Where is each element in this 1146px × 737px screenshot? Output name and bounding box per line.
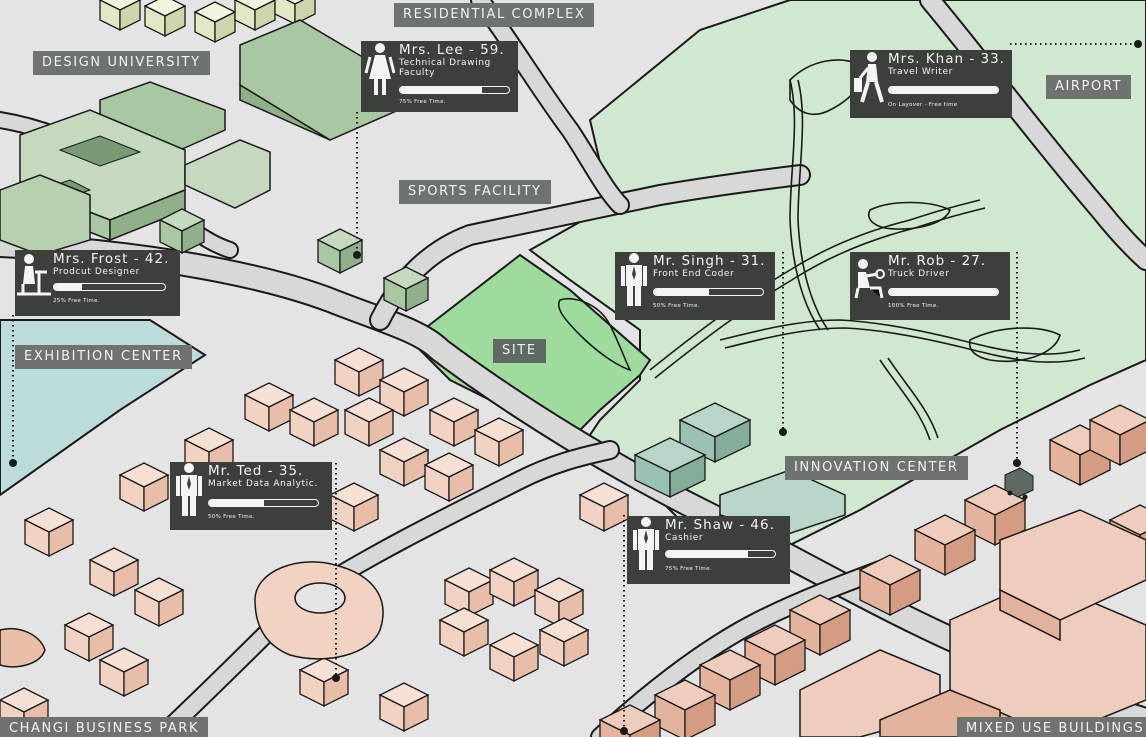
free-time-fill xyxy=(889,289,998,295)
persona-name: Mr. Shaw - 46. xyxy=(665,517,775,533)
free-time-fill xyxy=(889,87,998,93)
design-university-buildings xyxy=(0,19,429,312)
free-time-bar xyxy=(399,86,510,94)
free-time-bar xyxy=(888,86,999,94)
zone-label-sports-facility[interactable]: SPORTS FACILITY xyxy=(399,180,551,204)
driver-icon xyxy=(854,259,885,299)
persona-card-rob[interactable]: Mr. Rob - 27. Truck Driver 100% Free Tim… xyxy=(850,252,1010,320)
zone-label-design-university[interactable]: DESIGN UNIVERSITY xyxy=(33,51,210,75)
traveler-icon xyxy=(854,52,884,103)
free-time-fill xyxy=(666,551,748,557)
peach-buildings xyxy=(0,347,629,737)
zone-label-innovation-center[interactable]: INNOVATION CENTER xyxy=(785,456,968,480)
zone-label-site[interactable]: SITE xyxy=(493,339,546,363)
persona-card-singh[interactable]: Mr. Singh - 31. Front End Coder 50% Free… xyxy=(615,252,775,320)
persona-note: On Layover - Free time xyxy=(888,102,958,108)
zone-label-exhibition-center[interactable]: EXHIBITION CENTER xyxy=(15,345,192,369)
man-icon xyxy=(621,253,647,306)
persona-card-khan[interactable]: Mrs. Khan - 33. Travel Writer On Layover… xyxy=(850,50,1012,118)
persona-role: Market Data Analytic. xyxy=(208,479,318,489)
persona-name: Mr. Singh - 31. xyxy=(653,253,766,269)
persona-role: Travel Writer xyxy=(888,67,953,77)
persona-card-ted[interactable]: Mr. Ted - 35. Market Data Analytic. 50% … xyxy=(170,462,332,530)
free-time-fill xyxy=(654,289,709,295)
persona-name: Mr. Rob - 27. xyxy=(888,253,987,269)
free-time-bar xyxy=(665,550,776,558)
desk-worker-icon xyxy=(17,254,51,296)
persona-role: Cashier xyxy=(665,533,704,543)
persona-name: Mrs. Lee - 59. xyxy=(399,42,505,58)
man-icon xyxy=(176,463,202,516)
persona-note: 50% Free Time. xyxy=(653,303,700,309)
woman-icon xyxy=(364,43,396,95)
leader-dots xyxy=(9,40,1142,735)
persona-note: 75% Free Time. xyxy=(399,99,446,105)
free-time-bar xyxy=(653,288,764,296)
zone-label-residential-complex[interactable]: RESIDENTIAL COMPLEX xyxy=(394,3,595,27)
persona-name: Mr. Ted - 35. xyxy=(208,463,304,479)
free-time-bar xyxy=(208,499,319,507)
free-time-bar xyxy=(53,283,166,291)
persona-note: 25% Free Time. xyxy=(53,298,100,304)
persona-name: Mrs. Frost - 42. xyxy=(53,251,170,267)
free-time-bar xyxy=(888,288,999,296)
free-time-fill xyxy=(209,500,264,506)
persona-card-shaw[interactable]: Mr. Shaw - 46. Cashier 75% Free Time. xyxy=(627,516,790,584)
persona-note: 100% Free Time. xyxy=(888,303,939,309)
persona-note: 50% Free Time. xyxy=(208,514,255,520)
persona-role: Prodcut Designer xyxy=(53,267,140,277)
persona-card-frost[interactable]: Mrs. Frost - 42. Prodcut Designer 25% Fr… xyxy=(15,250,180,316)
truck-icon xyxy=(1004,467,1034,500)
persona-role: Front End Coder xyxy=(653,269,735,279)
zone-label-mixed-use-buildings[interactable]: MIXED USE BUILDINGS xyxy=(957,717,1146,737)
free-time-fill xyxy=(54,284,82,290)
park-paths xyxy=(558,59,1086,441)
leader-lines xyxy=(12,43,1138,731)
zone-label-changi-business-park[interactable]: CHANGI BUSINESS PARK xyxy=(0,717,209,737)
persona-name: Mrs. Khan - 33. xyxy=(888,51,1005,67)
free-time-fill xyxy=(400,87,482,93)
zone-label-airport[interactable]: AIRPORT xyxy=(1046,75,1132,99)
man-icon xyxy=(633,517,659,570)
persona-note: 75% Free Time. xyxy=(665,566,712,572)
persona-role: Truck Driver xyxy=(888,269,950,279)
